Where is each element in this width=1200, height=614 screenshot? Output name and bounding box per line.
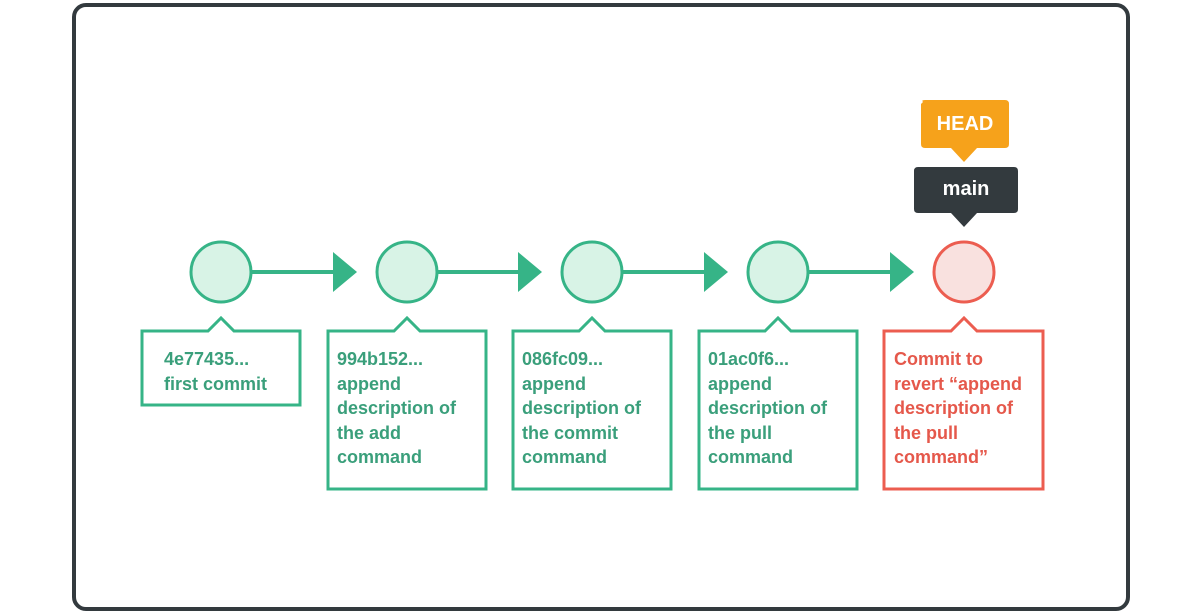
commit-message-line: description of — [522, 398, 642, 418]
branch-pointer-tag — [914, 167, 1018, 227]
commit-node-4 — [746, 240, 810, 304]
commit-message-line: command — [708, 447, 794, 467]
commit-hash: 994b152... — [337, 349, 424, 369]
commit-node-3 — [560, 240, 624, 304]
commit-message-line: the pull — [708, 422, 772, 443]
commit-message-line: description of — [337, 398, 457, 418]
commit-label-3: 086fc09... append description of the com… — [522, 347, 641, 470]
revert-commit-node — [932, 240, 996, 304]
commit-message-line: Commit to — [894, 349, 983, 369]
commit-node-1 — [189, 240, 253, 304]
commit-hash: 086fc09... — [522, 349, 604, 369]
commit-message-line: description of — [708, 398, 828, 418]
commit-message-line: revert “append — [894, 373, 1023, 394]
commit-callout-4 — [697, 315, 859, 491]
connector-1 — [252, 252, 357, 292]
commit-hash: 4e77435... — [164, 349, 250, 369]
head-pointer-tag — [921, 100, 1009, 162]
branch-label: main — [942, 178, 990, 200]
commit-message-line: the commit — [522, 422, 619, 443]
commit-callout-1 — [140, 315, 302, 407]
commit-message-line: append — [708, 373, 773, 394]
commit-message-line: description of — [894, 398, 1014, 418]
commit-node-2 — [375, 240, 439, 304]
connector-4 — [809, 252, 914, 292]
commit-callout-3 — [511, 315, 673, 491]
commit-message-line: command” — [894, 447, 989, 467]
revert-commit-callout — [882, 315, 1045, 491]
revert-commit-label: Commit to revert “append description of … — [894, 347, 1022, 470]
commit-hash: 01ac0f6... — [708, 349, 790, 369]
commit-message-line: the add — [337, 422, 402, 443]
commit-message-line: the pull — [894, 422, 958, 443]
commit-message-line: command — [522, 447, 608, 467]
commit-message-line: append — [522, 373, 587, 394]
commit-callout-2 — [326, 315, 488, 491]
commit-message-line: command — [337, 447, 423, 467]
connector-2 — [437, 252, 542, 292]
connector-3 — [623, 252, 728, 292]
commit-label-4: 01ac0f6... append description of the pul… — [708, 347, 827, 470]
commit-label-1: 4e77435... first commit — [164, 347, 267, 396]
commit-label-2: 994b152... append description of the add… — [337, 347, 456, 470]
head-label: HEAD — [936, 113, 994, 135]
commit-message-line: first commit — [164, 373, 268, 394]
commit-message-line: append — [337, 373, 402, 394]
